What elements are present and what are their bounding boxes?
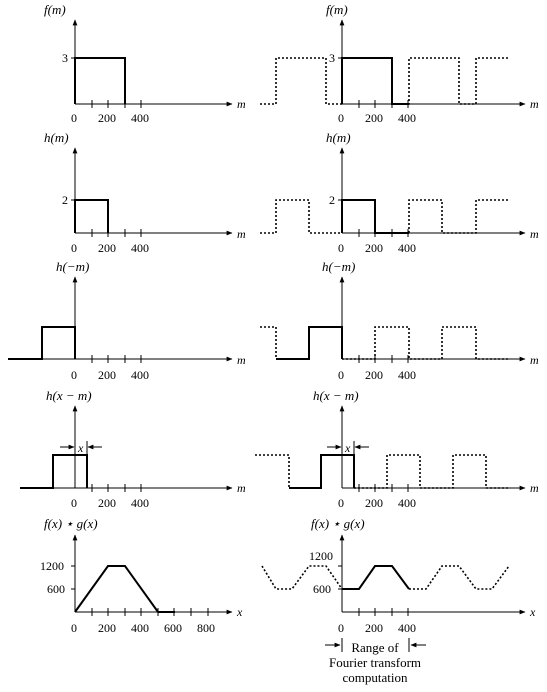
- range-label: computation: [343, 670, 408, 685]
- panel-title: h(x − m): [46, 388, 92, 403]
- panel-title: h(m): [44, 130, 69, 145]
- panel-h-neg-m-right: h(−m) m 0 200 400: [260, 259, 539, 382]
- panel-title: h(m): [326, 130, 351, 145]
- x-tick-label: 0: [338, 368, 344, 382]
- x-tick-label: 800: [197, 621, 215, 635]
- axis-label: m: [530, 353, 539, 367]
- rect-pulse: [276, 326, 343, 360]
- x-tick-label: 0: [71, 496, 77, 510]
- shifted-pulse: [289, 454, 355, 489]
- panel-title: h(−m): [322, 259, 355, 274]
- x-tick-label: 200: [98, 241, 116, 255]
- rect-pulse: [74, 199, 109, 233]
- x-tick-label: 0: [71, 621, 77, 635]
- periodic-extension: [408, 199, 509, 234]
- axis-label: x: [529, 605, 536, 619]
- periodic-extension: [392, 57, 509, 105]
- periodic-extension: [260, 326, 277, 359]
- x-tick-label: 400: [398, 368, 416, 382]
- rect-pulse: [341, 199, 409, 234]
- x-tick-label: 0: [71, 111, 77, 125]
- panel-convolution-right: f(x) ⋆ g(x) x 1200 600 0 200 400 Range o…: [261, 516, 536, 685]
- rect-pulse: [341, 57, 409, 105]
- x-tick-label: 400: [131, 111, 149, 125]
- axis-label: m: [530, 227, 539, 241]
- shifted-pulse: [20, 454, 88, 489]
- axis-label: m: [237, 227, 246, 241]
- x-tick-label: 0: [338, 241, 344, 255]
- y-tick-label: 1200: [40, 559, 64, 573]
- convolution-result: [74, 565, 175, 613]
- convolution-result: [342, 565, 410, 590]
- x-tick-label: 400: [398, 496, 416, 510]
- panel-convolution-left: f(x) ⋆ g(x) x 1200 600 0 200 400 600 800: [40, 516, 243, 635]
- y-tick-label: 1200: [309, 549, 333, 563]
- panel-title: h(−m): [56, 259, 89, 274]
- periodic-extension: [260, 57, 342, 105]
- range-label: Range of: [351, 640, 399, 655]
- y-tick-label: 3: [62, 51, 68, 65]
- x-tick-label: 400: [131, 621, 149, 635]
- periodic-extension: [260, 199, 342, 234]
- panel-h-neg-m-left: h(−m) m 0 200 400: [8, 259, 246, 382]
- x-tick-label: 200: [365, 368, 383, 382]
- axis-label: m: [530, 481, 539, 495]
- panel-h-x-minus-m-left: h(x − m) m 0 200 400 x: [20, 388, 246, 510]
- x-tick-label: 400: [398, 241, 416, 255]
- x-tick-label: 200: [98, 496, 116, 510]
- panel-h-m-right: h(m) m 2 0 200 400: [260, 130, 539, 255]
- axis-label: x: [236, 605, 243, 619]
- x-tick-label: 400: [398, 111, 416, 125]
- rect-pulse: [8, 326, 76, 360]
- axis-label: m: [530, 97, 539, 111]
- axis-label: m: [237, 481, 246, 495]
- y-tick-label: 3: [329, 51, 335, 65]
- periodic-extension: [255, 454, 290, 488]
- x-tick-label: 200: [365, 496, 383, 510]
- x-tick-label: 0: [338, 621, 344, 635]
- x-tick-label: 400: [131, 368, 149, 382]
- shift-label: x: [344, 441, 351, 455]
- x-tick-label: 0: [71, 241, 77, 255]
- x-tick-label: 200: [98, 368, 116, 382]
- y-tick-label: 600: [47, 582, 65, 596]
- panel-h-m-left: h(m) m 2 0 200 400: [44, 130, 246, 255]
- panel-title: h(x − m): [313, 388, 359, 403]
- periodic-extension: [342, 326, 509, 360]
- y-tick-label: 2: [329, 193, 335, 207]
- panel-title: f(m): [44, 2, 66, 17]
- range-label: Fourier transform: [329, 655, 421, 670]
- axis-label: m: [237, 97, 246, 111]
- x-tick-label: 400: [131, 496, 149, 510]
- panel-title: f(x) ⋆ g(x): [311, 516, 365, 531]
- periodic-extension: [354, 454, 509, 489]
- periodic-extension: [409, 565, 510, 590]
- panel-title: f(m): [326, 2, 348, 17]
- x-tick-label: 200: [365, 111, 383, 125]
- x-tick-label: 0: [338, 111, 344, 125]
- panel-title: f(x) ⋆ g(x): [44, 516, 98, 531]
- x-tick-label: 200: [365, 621, 383, 635]
- x-tick-label: 200: [98, 111, 116, 125]
- y-tick-label: 2: [62, 193, 68, 207]
- x-tick-label: 0: [71, 368, 77, 382]
- periodic-extension: [261, 565, 343, 590]
- x-tick-label: 400: [131, 241, 149, 255]
- panel-f-m-right: f(m) m 3 0 200 400: [260, 2, 539, 125]
- panel-f-m-left: f(m) m 3 0 200 400: [44, 2, 246, 125]
- x-tick-label: 200: [365, 241, 383, 255]
- x-tick-label: 200: [98, 621, 116, 635]
- panel-h-x-minus-m-right: h(x − m) m 0 200 400 x: [255, 388, 539, 510]
- x-tick-label: 600: [164, 621, 182, 635]
- x-tick-label: 0: [338, 496, 344, 510]
- rect-pulse: [74, 57, 126, 104]
- y-tick-label: 600: [313, 582, 331, 596]
- shift-label: x: [77, 441, 84, 455]
- axis-label: m: [237, 353, 246, 367]
- x-tick-label: 400: [398, 621, 416, 635]
